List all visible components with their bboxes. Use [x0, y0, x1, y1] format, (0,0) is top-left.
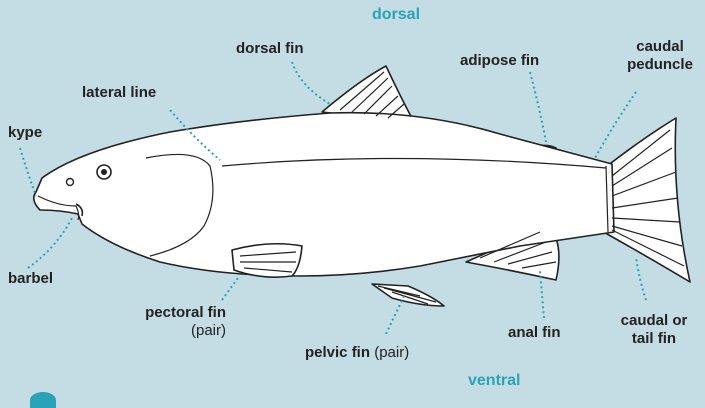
pelvic-pair-text: (pair) [374, 344, 409, 361]
ventral-direction-label: ventral [468, 372, 520, 390]
pelvic-fin-text: pelvic fin [305, 344, 370, 361]
tail-fin-label: caudal or tail fin [608, 312, 700, 348]
anal-fin-label: anal fin [508, 324, 561, 342]
caudal-peduncle-line-2: peduncle [622, 56, 698, 74]
pectoral-pair-text: (pair) [116, 322, 226, 340]
pelvic-fin-label: pelvic fin (pair) [305, 344, 409, 362]
tail-fin-line-2: tail fin [608, 330, 700, 348]
dorsal-fin-label: dorsal fin [236, 40, 304, 58]
adipose-fin-label: adipose fin [460, 52, 539, 70]
decorative-shape [30, 392, 56, 408]
kype-label: kype [8, 124, 42, 142]
pectoral-fin-label: pectoral fin (pair) [116, 304, 226, 340]
lateral-line-label: lateral line [82, 84, 156, 102]
caudal-peduncle-line-1: caudal [622, 38, 698, 56]
barbel-label: barbel [8, 270, 53, 288]
caudal-peduncle-label: caudal peduncle [622, 38, 698, 74]
tail-fin-line-1: caudal or [608, 312, 700, 330]
pectoral-fin-text: pectoral fin [116, 304, 226, 322]
dorsal-direction-label: dorsal [372, 6, 420, 24]
